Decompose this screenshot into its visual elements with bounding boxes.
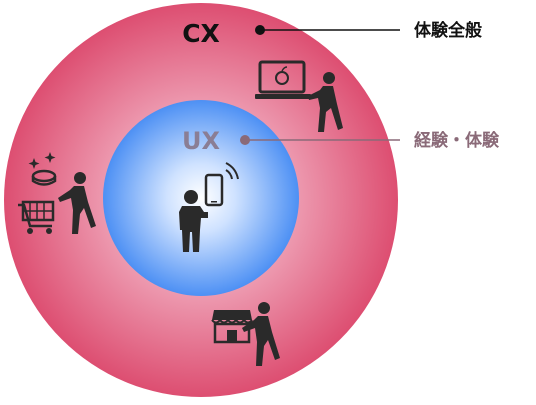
cx-callout: 体験全般 [255,20,482,41]
cx-label: CX [182,19,220,48]
inner-circle-ux [103,100,299,296]
ux-callout: 経験・体験 [240,130,500,151]
person-smartphone-icon [179,162,239,252]
ux-callout-text: 経験・体験 [414,130,500,151]
person-store-icon [211,302,280,366]
cx-callout-text: 体験全般 [414,20,482,41]
ux-label: UX [182,127,220,155]
person-laptop-icon [255,60,343,132]
person-shopping-cart-icon [18,152,96,234]
